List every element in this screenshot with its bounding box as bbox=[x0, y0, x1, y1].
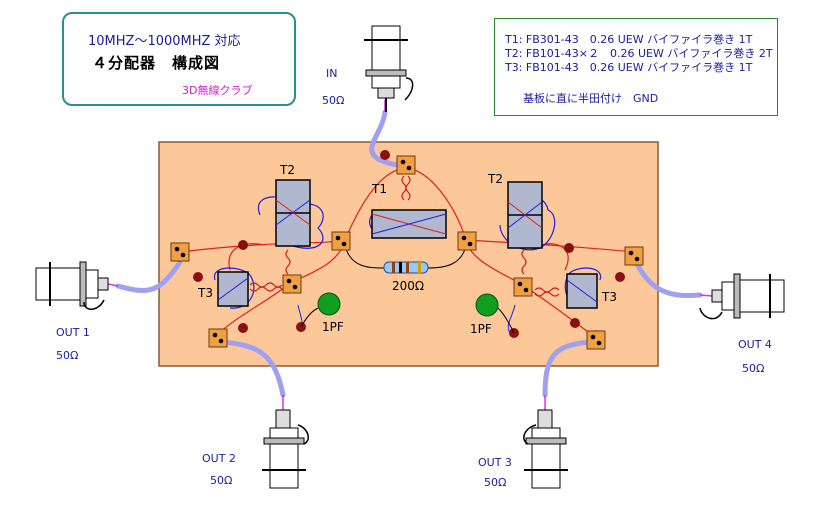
port-out3-label: OUT 3 bbox=[478, 456, 512, 469]
diagram-title: ４分配器 構成図 bbox=[92, 54, 221, 72]
connector-out4 bbox=[699, 273, 785, 320]
cap-left-label: 1PF bbox=[322, 320, 344, 334]
t2-left-label: T2 bbox=[280, 163, 295, 177]
connector-out3 bbox=[523, 409, 568, 489]
t3-left-label: T3 bbox=[198, 286, 213, 300]
resistor-label: 200Ω bbox=[392, 279, 425, 293]
pad-t3-left bbox=[282, 274, 302, 294]
port-in-label: IN bbox=[326, 67, 338, 80]
club-name: 3D無線クラブ bbox=[182, 84, 253, 97]
notes-box: T1: FB301-43 0.26 UEW バイファイラ巻き 1T T2: FB… bbox=[494, 18, 778, 116]
t2-right-label: T2 bbox=[488, 172, 503, 186]
note-t2: T2: FB101-43×２ 0.26 UEW バイファイラ巻き 2T bbox=[505, 47, 773, 60]
pad-out2 bbox=[208, 328, 228, 348]
note-gnd: 基板に直に半田付け GND bbox=[523, 92, 659, 105]
port-out2-impedance: 50Ω bbox=[210, 474, 233, 487]
note-t1: T1: FB301-43 0.26 UEW バイファイラ巻き 1T bbox=[505, 33, 753, 46]
t2-right-core bbox=[507, 181, 543, 249]
port-in-impedance: 50Ω bbox=[322, 94, 345, 107]
note-t3: T3: FB101-43 0.26 UEW バイファイラ巻き 1T bbox=[505, 61, 753, 74]
capacitor-right bbox=[475, 293, 499, 317]
t3-right-core bbox=[566, 273, 598, 309]
t3-right-label: T3 bbox=[602, 290, 617, 304]
pad-out4 bbox=[624, 246, 644, 266]
port-out1-impedance: 50Ω bbox=[56, 349, 79, 362]
connector-in bbox=[364, 25, 414, 112]
connector-out1 bbox=[35, 261, 109, 310]
t3-left-core bbox=[217, 271, 249, 307]
t1-core bbox=[371, 209, 447, 239]
capacitor-left bbox=[317, 292, 341, 316]
t2-left-core bbox=[275, 179, 311, 247]
frequency-range: 10MHZ～1000MHZ 対応 bbox=[88, 34, 241, 49]
t1-label: T1 bbox=[372, 182, 387, 196]
port-out1-label: OUT 1 bbox=[56, 326, 90, 339]
port-out3-impedance: 50Ω bbox=[484, 476, 507, 489]
pad-t3-right bbox=[513, 277, 533, 297]
pad-out1 bbox=[170, 242, 190, 262]
connector-out2 bbox=[262, 409, 309, 489]
pad-t1-right bbox=[457, 231, 477, 251]
port-out2-label: OUT 2 bbox=[202, 452, 236, 465]
pad-in bbox=[396, 155, 416, 175]
pcb-board bbox=[158, 141, 659, 367]
pad-out3 bbox=[586, 330, 606, 350]
cap-right-label: 1PF bbox=[470, 322, 492, 336]
pad-t1-left bbox=[331, 231, 351, 251]
port-out4-label: OUT 4 bbox=[738, 338, 772, 351]
title-box: 10MHZ～1000MHZ 対応 ４分配器 構成図 3D無線クラブ bbox=[62, 12, 296, 106]
port-out4-impedance: 50Ω bbox=[742, 362, 765, 375]
